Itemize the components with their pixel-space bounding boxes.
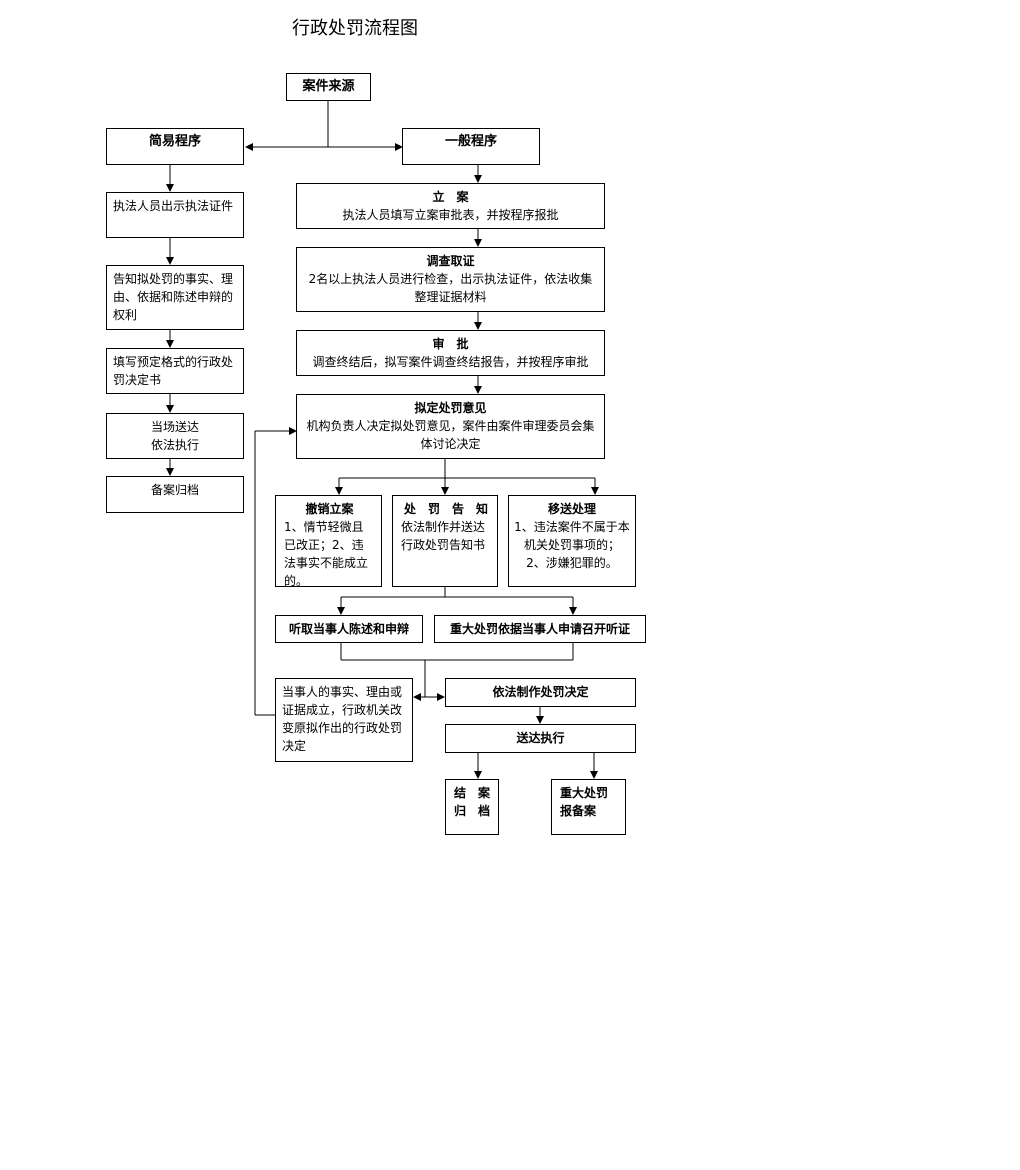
node-investigation: 调查取证 2名以上执法人员进行检查，出示执法证件，依法收集整理证据材料 bbox=[296, 247, 605, 312]
page-title: 行政处罚流程图 bbox=[292, 18, 418, 39]
node-cancel-filing-title: 撤销立案 bbox=[305, 502, 354, 516]
node-filing-text: 执法人员填写立案审批表，并按程序报批 bbox=[342, 208, 559, 222]
node-general-procedure-label: 一般程序 bbox=[444, 134, 497, 149]
node-inform-rights-text: 告知拟处罚的事实、理由、依据和陈述申辩的权利 bbox=[113, 272, 234, 322]
node-inform-rights: 告知拟处罚的事实、理由、依据和陈述申辩的权利 bbox=[106, 265, 244, 330]
node-general-procedure: 一般程序 bbox=[402, 128, 540, 165]
node-hear-defense: 听取当事人陈述和申辩 bbox=[275, 615, 423, 643]
node-deliver-onsite-line2: 依法执行 bbox=[150, 438, 199, 452]
node-cancel-filing-text: 1、情节轻微且已改正；2、违法事实不能成立的。 bbox=[284, 520, 369, 587]
node-transfer: 移送处理 1、违法案件不属于本机关处罚事项的； 2、涉嫌犯罪的。 bbox=[508, 495, 636, 587]
node-approval-text: 调查终结后，拟写案件调查终结报告，并按程序审批 bbox=[312, 355, 589, 369]
node-case-source-label: 案件来源 bbox=[302, 79, 355, 94]
node-simple-procedure-label: 简易程序 bbox=[148, 134, 201, 149]
node-simple-procedure: 简易程序 bbox=[106, 128, 244, 165]
node-approval: 审 批 调查终结后，拟写案件调查终结报告，并按程序审批 bbox=[296, 330, 605, 376]
node-major-record-line2: 报备案 bbox=[560, 804, 597, 818]
node-penalty-notice: 处 罚 告 知 依法制作并送达行政处罚告知书 bbox=[392, 495, 498, 587]
node-investigation-text: 2名以上执法人员进行检查，出示执法证件，依法收集整理证据材料 bbox=[308, 272, 593, 304]
node-penalty-notice-text: 依法制作并送达行政处罚告知书 bbox=[401, 520, 486, 552]
node-show-certificate-text: 执法人员出示执法证件 bbox=[113, 199, 234, 213]
node-close-archive-line1: 结 案 bbox=[454, 786, 491, 800]
node-hear-defense-label: 听取当事人陈述和申辩 bbox=[288, 622, 409, 636]
node-major-record-line1: 重大处罚 bbox=[560, 786, 609, 800]
node-major-record: 重大处罚 报备案 bbox=[551, 779, 626, 835]
node-investigation-title: 调查取证 bbox=[426, 254, 475, 268]
node-deliver-onsite: 当场送达 依法执行 bbox=[106, 413, 244, 459]
node-cancel-filing: 撤销立案 1、情节轻微且已改正；2、违法事实不能成立的。 bbox=[275, 495, 382, 587]
node-change-decision-text: 当事人的事实、理由或证据成立，行政机关改变原拟作出的行政处罚决定 bbox=[282, 685, 403, 753]
node-deliver-onsite-line1: 当场送达 bbox=[150, 420, 199, 434]
node-approval-title: 审 批 bbox=[432, 337, 469, 351]
node-deliver-execute-label: 送达执行 bbox=[516, 731, 565, 745]
node-transfer-title: 移送处理 bbox=[547, 502, 596, 516]
node-transfer-line2: 2、涉嫌犯罪的。 bbox=[526, 556, 618, 570]
node-penalty-opinion-title: 拟定处罚意见 bbox=[414, 401, 487, 415]
node-case-source: 案件来源 bbox=[286, 73, 371, 101]
node-make-decision-label: 依法制作处罚决定 bbox=[492, 685, 589, 699]
node-close-archive-line2: 归 档 bbox=[454, 804, 491, 818]
node-penalty-opinion: 拟定处罚意见 机构负责人决定拟处罚意见，案件由案件审理委员会集体讨论决定 bbox=[296, 394, 605, 459]
node-fill-decision: 填写预定格式的行政处罚决定书 bbox=[106, 348, 244, 394]
node-fill-decision-text: 填写预定格式的行政处罚决定书 bbox=[113, 355, 234, 387]
node-hearing-label: 重大处罚依据当事人申请召开听证 bbox=[449, 622, 630, 636]
node-filing-title: 立 案 bbox=[432, 190, 469, 204]
node-filing: 立 案 执法人员填写立案审批表，并按程序报批 bbox=[296, 183, 605, 229]
node-make-decision: 依法制作处罚决定 bbox=[445, 678, 636, 707]
node-deliver-execute: 送达执行 bbox=[445, 724, 636, 753]
node-show-certificate: 执法人员出示执法证件 bbox=[106, 192, 244, 238]
node-record-archive-text: 备案归档 bbox=[150, 483, 199, 497]
node-hearing: 重大处罚依据当事人申请召开听证 bbox=[434, 615, 646, 643]
node-penalty-notice-title: 处 罚 告 知 bbox=[403, 502, 488, 516]
node-close-archive: 结 案 归 档 bbox=[445, 779, 499, 835]
node-change-decision: 当事人的事实、理由或证据成立，行政机关改变原拟作出的行政处罚决定 bbox=[275, 678, 413, 762]
node-record-archive: 备案归档 bbox=[106, 476, 244, 513]
node-transfer-line1: 1、违法案件不属于本机关处罚事项的； bbox=[514, 520, 630, 552]
node-penalty-opinion-text: 机构负责人决定拟处罚意见，案件由案件审理委员会集体讨论决定 bbox=[306, 419, 595, 451]
